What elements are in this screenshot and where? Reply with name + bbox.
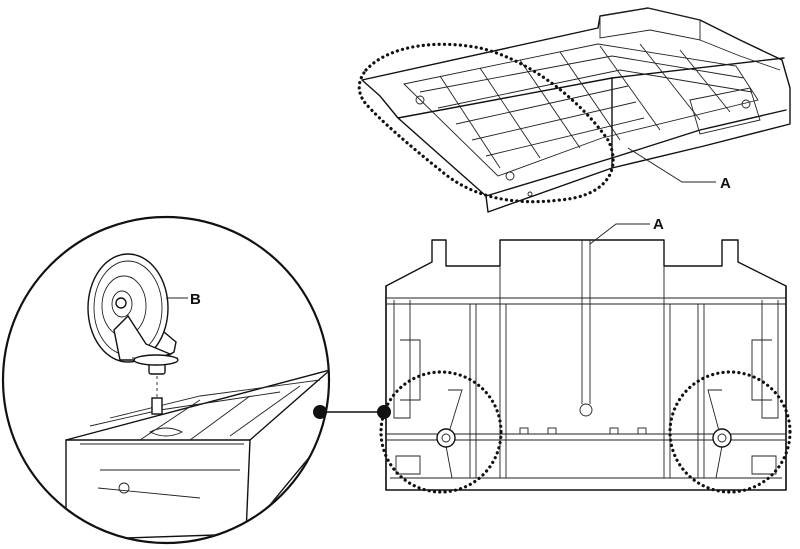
base-tray-front-view xyxy=(381,240,790,492)
caster-zone-highlight xyxy=(359,44,613,201)
label-a-bottom: A xyxy=(653,216,664,233)
label-a-top: A xyxy=(720,175,731,192)
label-b: B xyxy=(190,291,201,308)
leader-b: B xyxy=(166,291,201,308)
caster-detail-callout xyxy=(3,217,340,543)
leader-a-top: A xyxy=(628,148,731,192)
highlight-right-caster xyxy=(670,372,790,492)
